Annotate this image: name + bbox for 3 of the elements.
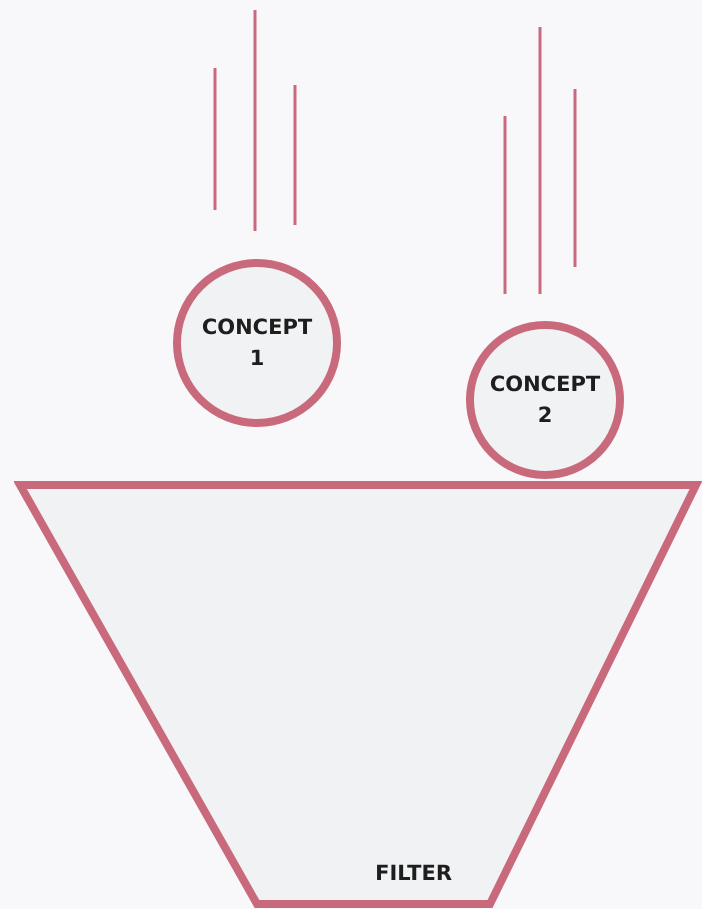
funnel-label: FILTER bbox=[375, 861, 452, 885]
concept-label: CONCEPT 1 bbox=[200, 314, 314, 372]
concept-label: CONCEPT 2 bbox=[488, 370, 602, 429]
